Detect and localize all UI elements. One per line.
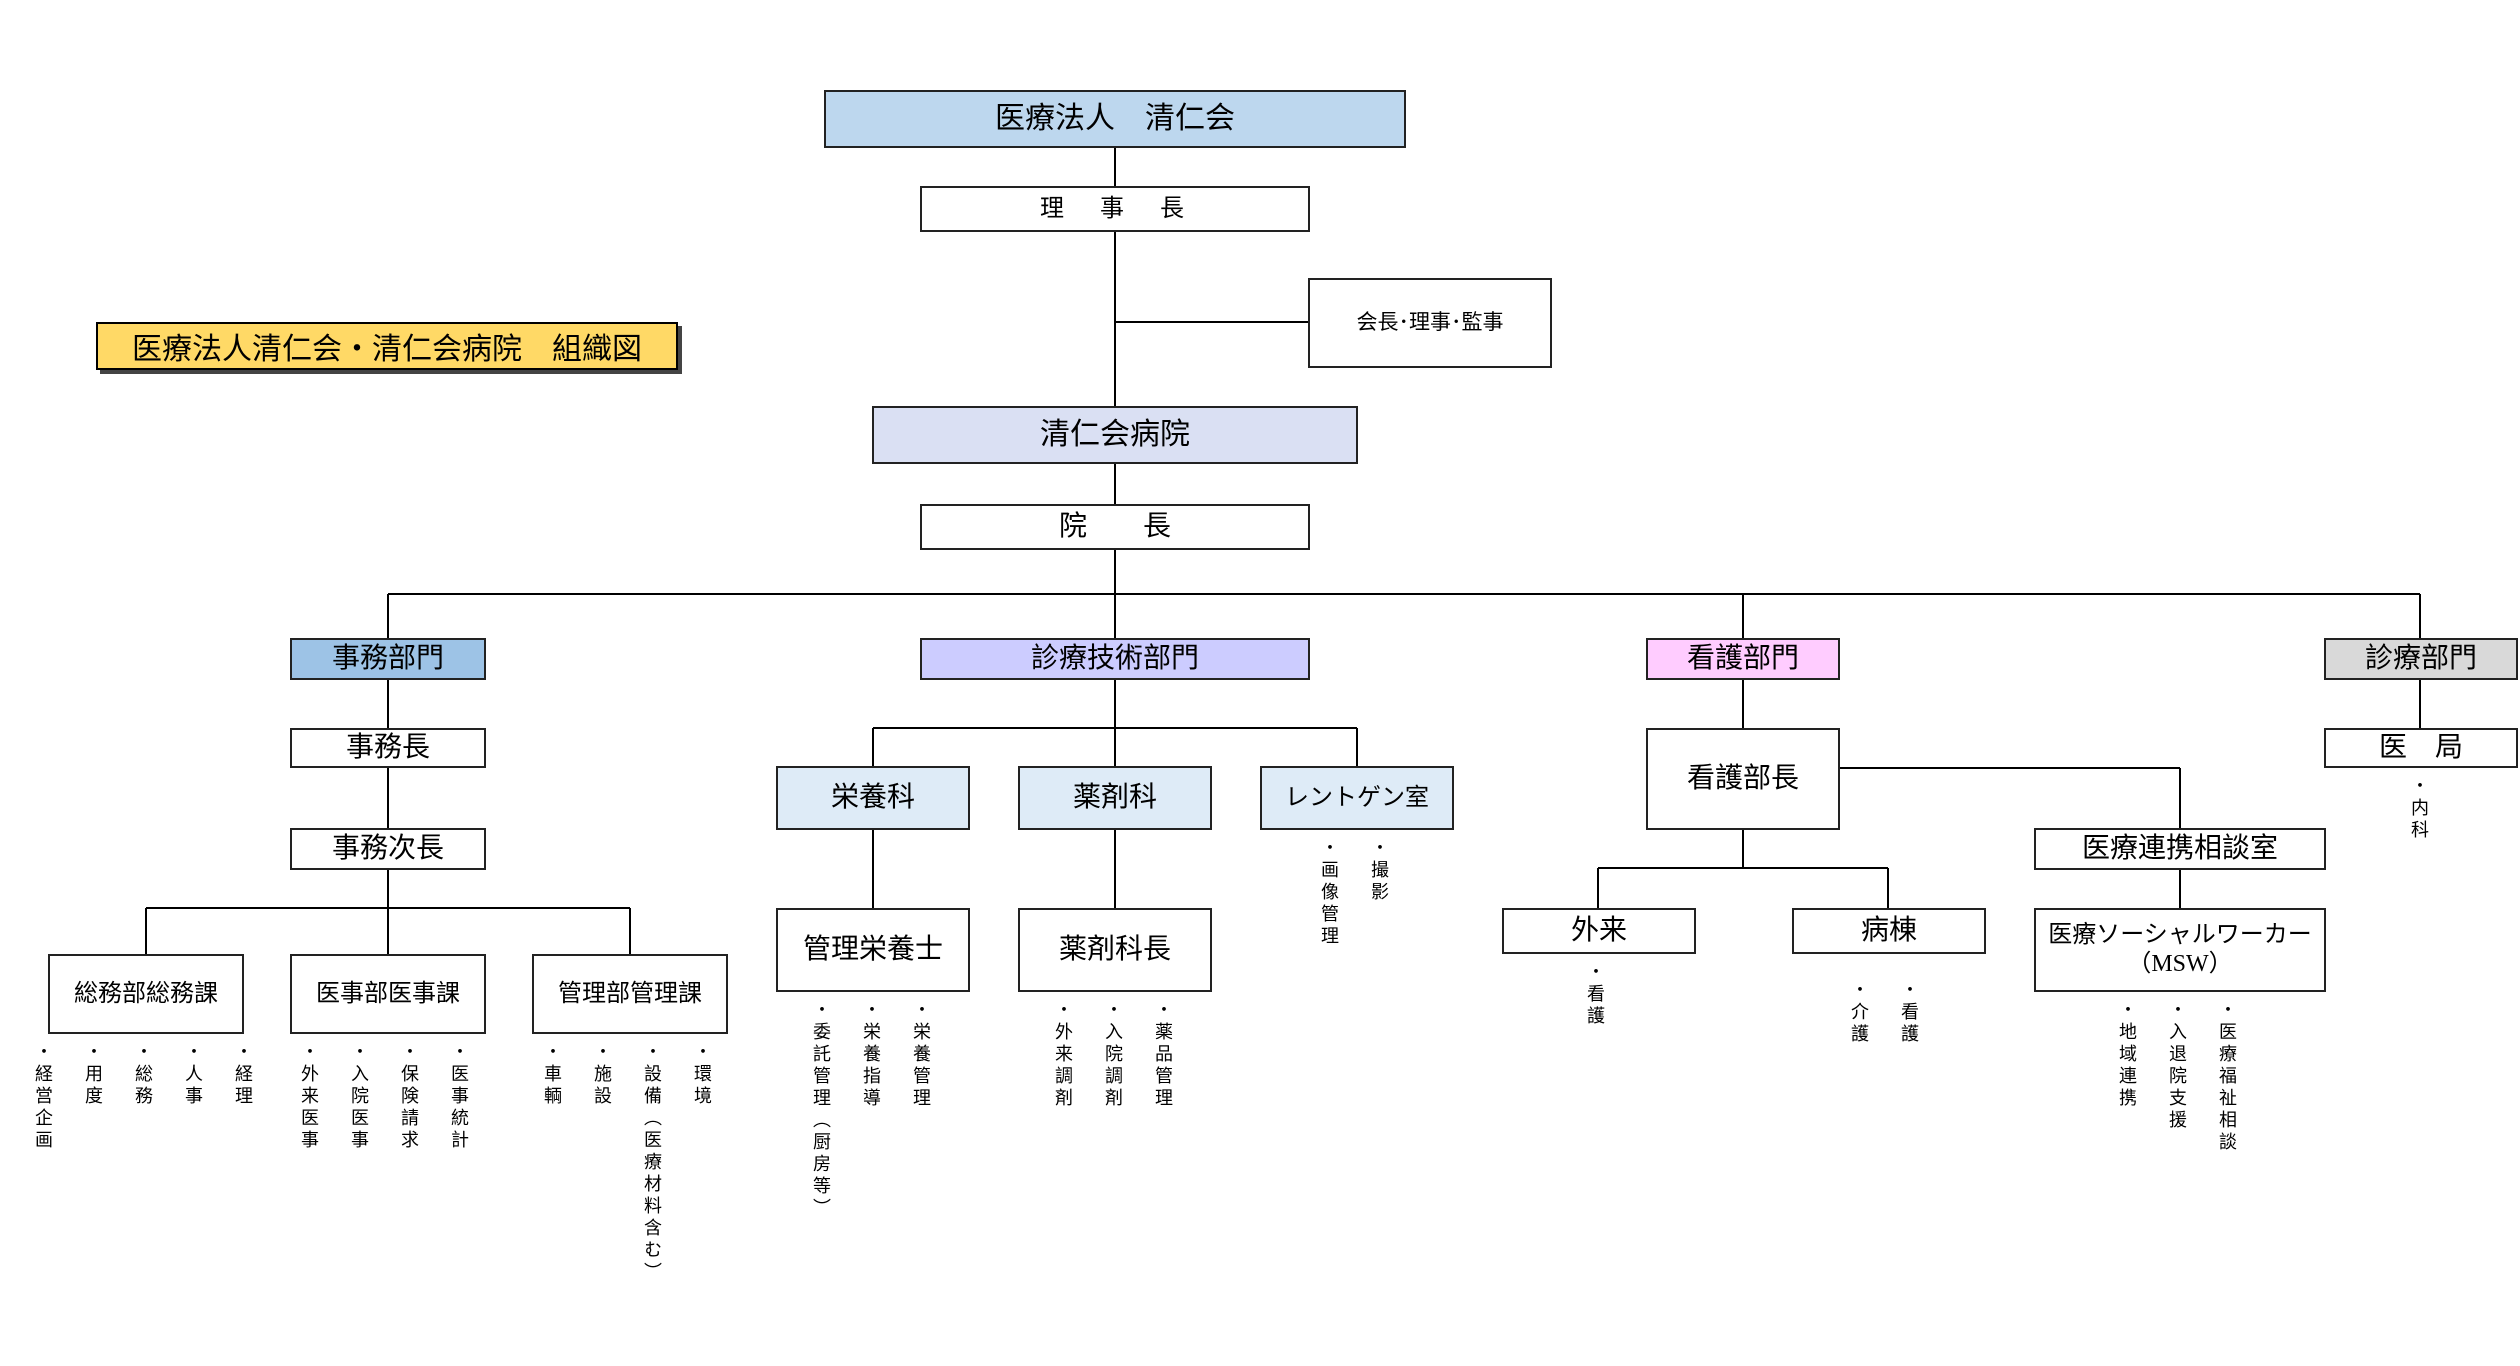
corporation-box: 医療法人 清仁会 (824, 90, 1406, 148)
medical-affairs-section-box: 医事部医事課 (290, 954, 486, 1034)
duty-text: ・医療福祉相談 (2217, 1000, 2237, 1154)
duty-text: ・設備（医療材料含む） (642, 1042, 662, 1284)
duty-text: ・総務 (133, 1042, 153, 1108)
duty-text: ・用度 (83, 1042, 103, 1108)
duty-text: ・栄養管理 (911, 1000, 931, 1110)
duty-text: ・環境 (692, 1042, 712, 1108)
msw-box: 医療ソーシャルワーカー （MSW） (2034, 908, 2326, 992)
general-affairs-section-box: 総務部総務課 (48, 954, 244, 1034)
management-section-box: 管理部管理課 (532, 954, 728, 1034)
duty-text: ・薬品管理 (1153, 1000, 1173, 1110)
nutrition-dept-box: 栄養科 (776, 766, 970, 830)
admin-division-box: 事務部門 (290, 638, 486, 680)
nursing-division-box: 看護部門 (1646, 638, 1840, 680)
nursing-director-box: 看護部長 (1646, 728, 1840, 830)
duty-text: ・看護 (1899, 980, 1919, 1046)
duty-text: ・栄養指導 (861, 1000, 881, 1110)
duty-text: ・介護 (1849, 980, 1869, 1046)
tech-division-box: 診療技術部門 (920, 638, 1310, 680)
chief-pharmacist-box: 薬剤科長 (1018, 908, 1212, 992)
duty-text: ・経理 (233, 1042, 253, 1108)
msw-abbrev: （MSW） (2127, 951, 2233, 977)
board-box: 会長･理事･監事 (1308, 278, 1552, 368)
chairman-box: 理 事 長 (920, 186, 1310, 232)
duty-text: ・施設 (592, 1042, 612, 1108)
duty-text: ・入院調剤 (1103, 1000, 1123, 1110)
director-box: 院 長 (920, 504, 1310, 550)
diagram-title: 医療法人清仁会・清仁会病院 組織図 (96, 322, 678, 370)
duty-text: ・外来医事 (299, 1042, 319, 1152)
duty-text: ・画像管理 (1319, 838, 1339, 948)
hospital-box: 清仁会病院 (872, 406, 1358, 464)
duty-text: ・人事 (183, 1042, 203, 1108)
duty-text: ・入退院支援 (2167, 1000, 2187, 1132)
duty-text: ・経営企画 (33, 1042, 53, 1152)
duty-text: ・委託管理（厨房等） (811, 1000, 831, 1220)
dietitian-box: 管理栄養士 (776, 908, 970, 992)
outpatient-box: 外来 (1502, 908, 1696, 954)
liaison-office-box: 医療連携相談室 (2034, 828, 2326, 870)
admin-head-box: 事務長 (290, 728, 486, 768)
msw-label: 医療ソーシャルワーカー (2048, 922, 2312, 949)
duty-text: ・地域連携 (2117, 1000, 2137, 1110)
medical-division-box: 診療部門 (2324, 638, 2518, 680)
duty-text: ・看護 (1585, 962, 1605, 1028)
duty-text: ・撮影 (1369, 838, 1389, 904)
ward-box: 病棟 (1792, 908, 1986, 954)
radiology-room-box: レントゲン室 (1260, 766, 1454, 830)
duty-text: ・医事統計 (449, 1042, 469, 1152)
medical-office-box: 医 局 (2324, 728, 2518, 768)
duty-text: ・保険請求 (399, 1042, 419, 1152)
duty-text: ・入院医事 (349, 1042, 369, 1152)
duty-text: ・車輌 (542, 1042, 562, 1108)
admin-deputy-box: 事務次長 (290, 828, 486, 870)
duty-text: ・外来調剤 (1053, 1000, 1073, 1110)
duty-text: ・内科 (2409, 776, 2429, 842)
pharmacy-dept-box: 薬剤科 (1018, 766, 1212, 830)
